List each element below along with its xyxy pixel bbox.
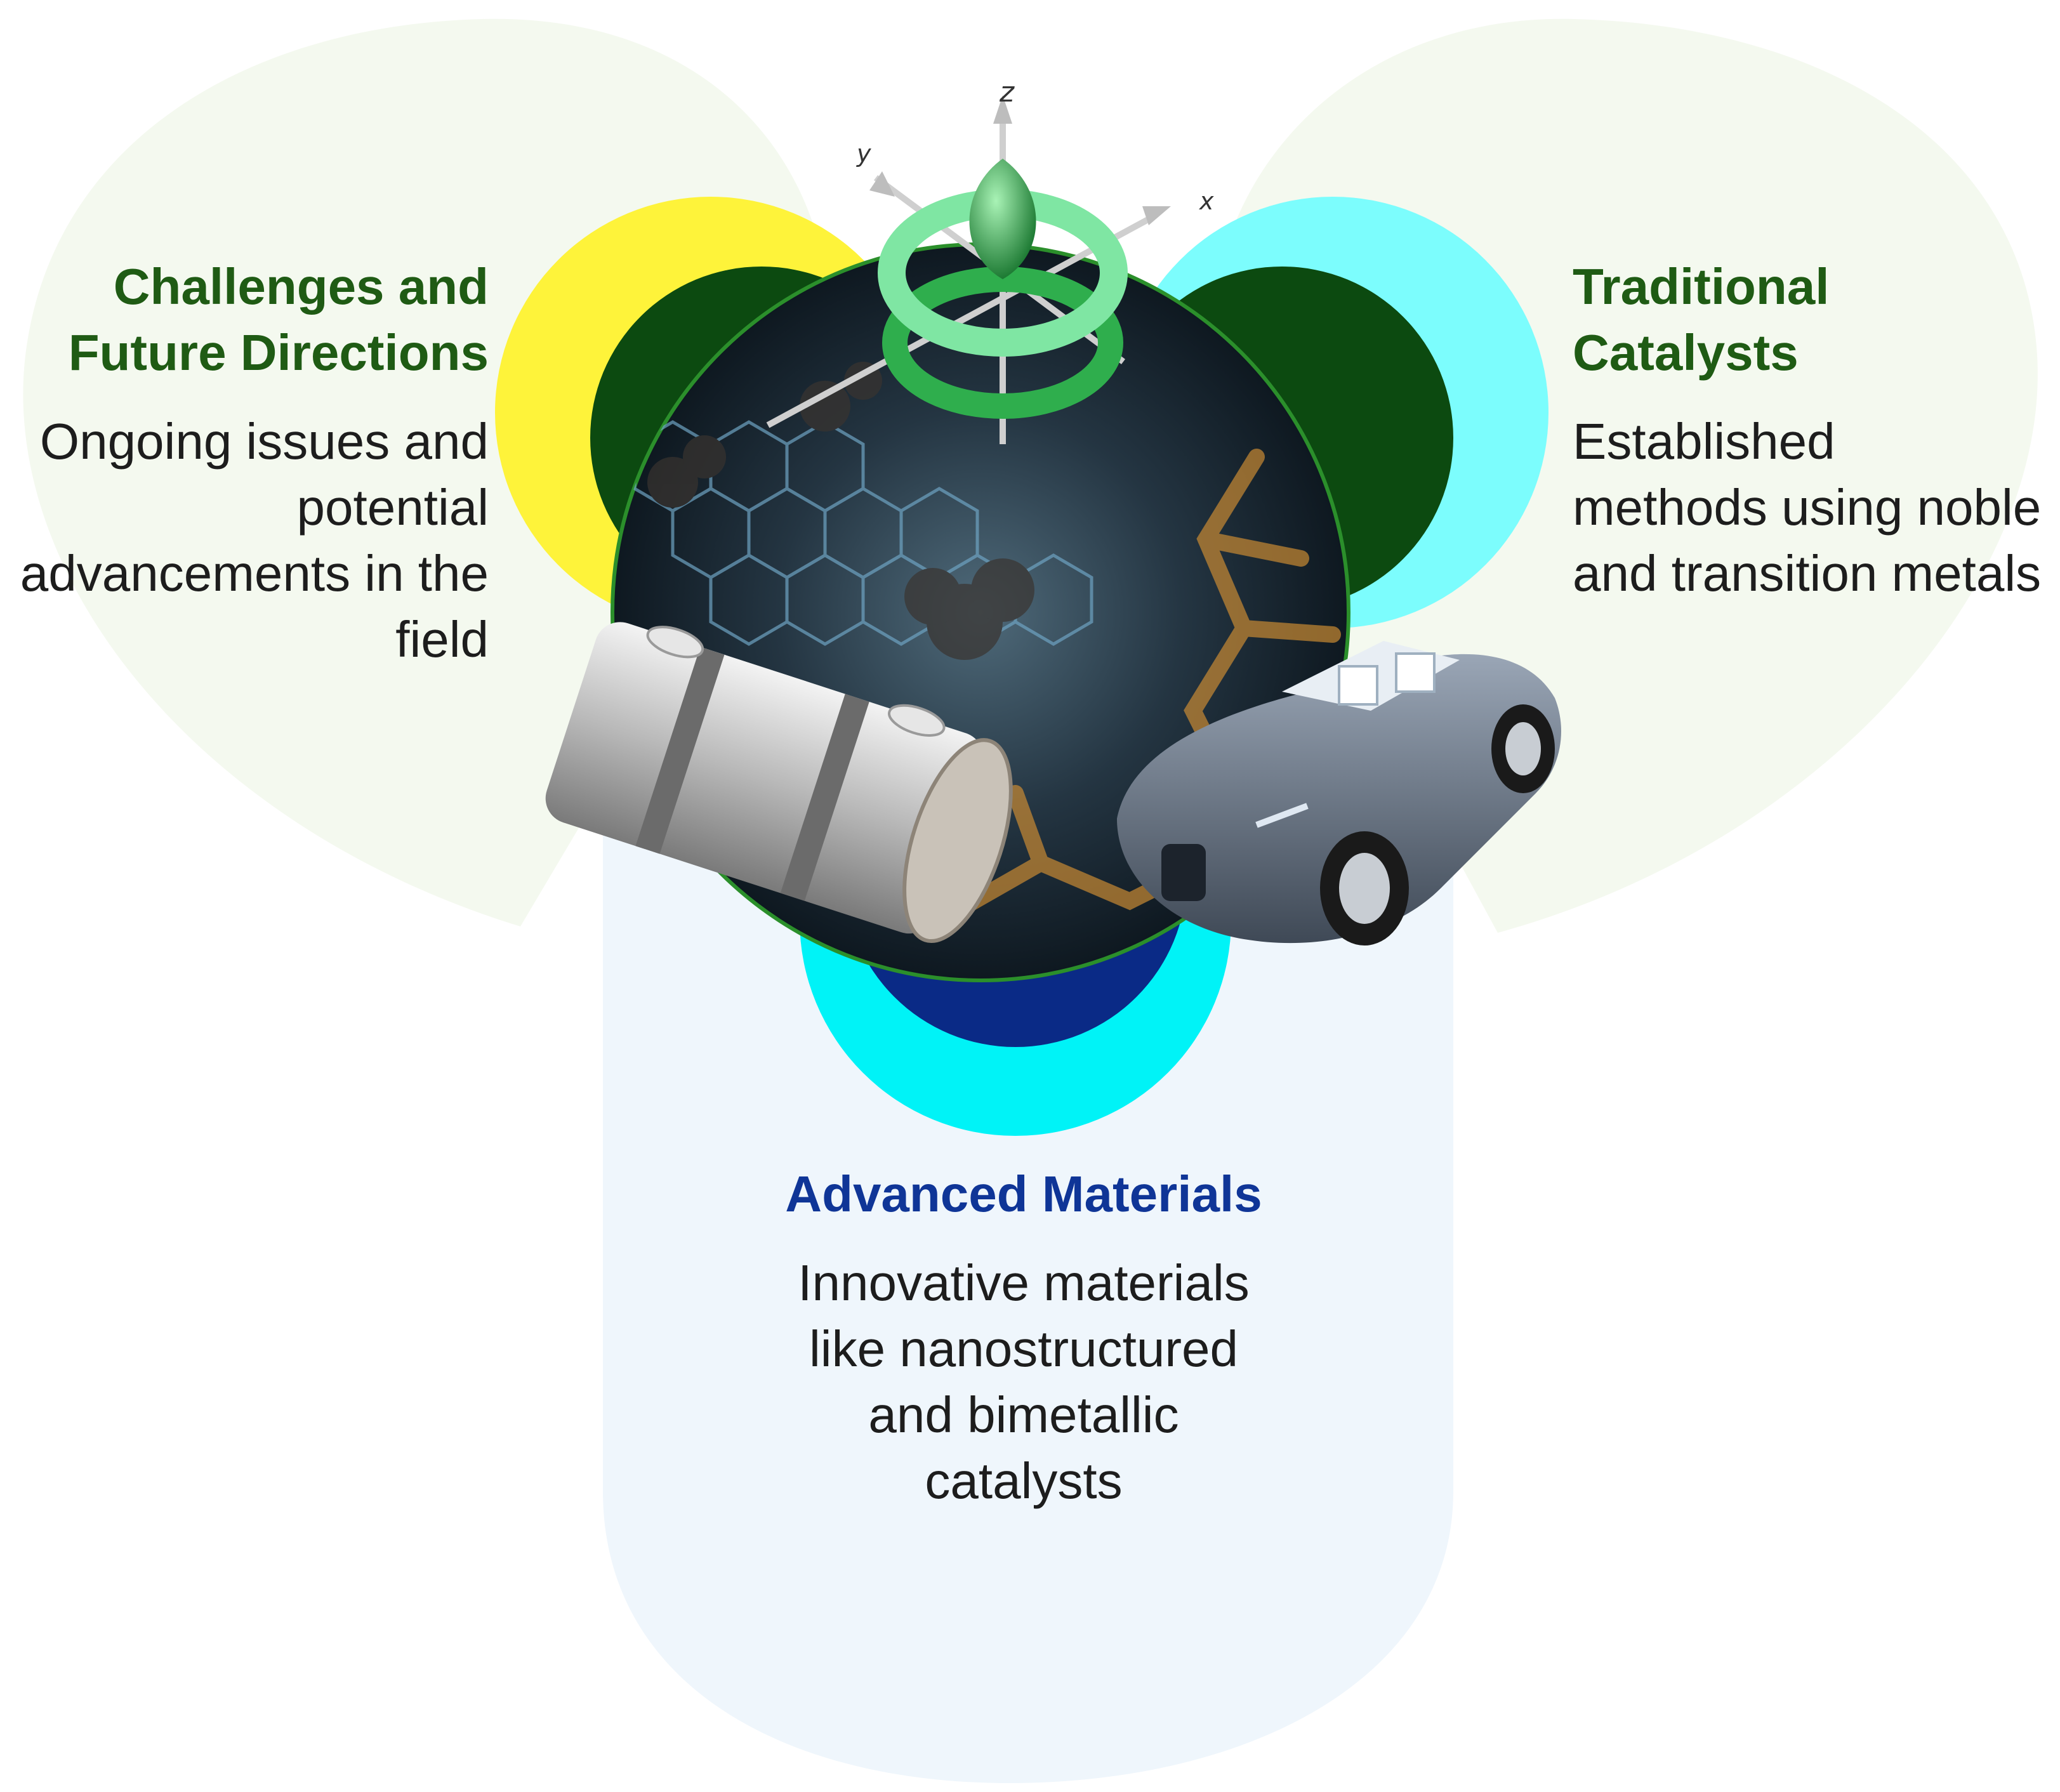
background-petal-bottom — [603, 787, 1453, 1783]
segment-description-traditional: Established methods using noble and tran… — [1573, 413, 2042, 602]
segment-title-traditional: Traditional Catalysts — [1573, 258, 1830, 381]
segment-title-challenges: Challenges and Future Directions — [68, 258, 489, 381]
car-icon — [1117, 641, 1561, 945]
segment-traditional: Traditional Catalysts Established method… — [1573, 254, 2042, 607]
fuel-tank-icon — [545, 622, 1013, 944]
axis-label-x: x — [1199, 187, 1214, 215]
axis-label-y: y — [856, 140, 871, 168]
orbital-model-icon: z y x — [766, 76, 1214, 444]
segment-title-advanced: Advanced Materials — [785, 1166, 1262, 1222]
segment-description-challenges: Ongoing issues and potential advancement… — [20, 413, 489, 668]
segment-advanced: Advanced Materials Innovative materials … — [770, 1161, 1278, 1514]
hex-lattice — [633, 362, 1341, 922]
segment-description-advanced: Innovative materials like nanostructured… — [798, 1255, 1250, 1509]
axis-label-z: z — [999, 76, 1015, 109]
segment-challenges: Challenges and Future Directions Ongoing… — [6, 254, 489, 673]
